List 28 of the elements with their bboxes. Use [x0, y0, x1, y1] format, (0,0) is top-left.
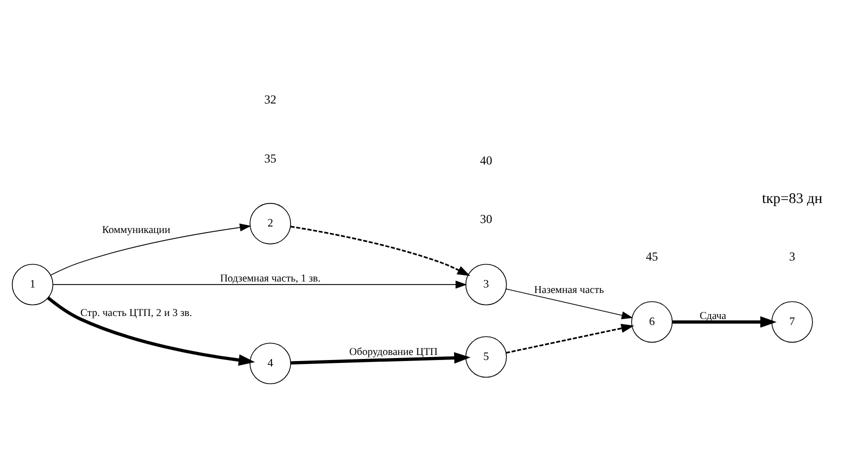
edge-label: Наземная часть [534, 284, 604, 296]
node-circle: 5 [465, 336, 507, 378]
arrow [52, 280, 467, 288]
node-circle: 2 [250, 202, 292, 244]
node-circle: 7 [771, 300, 813, 342]
label: 45 [646, 249, 658, 264]
label: 3 [789, 249, 796, 264]
node-circle: 6 [631, 300, 673, 342]
node-circle: 1 [12, 263, 54, 305]
node-circle: 4 [250, 342, 292, 384]
arrow [506, 288, 634, 319]
arrow [672, 316, 777, 328]
arrow [290, 225, 470, 276]
label: tкр=83 дн [762, 190, 822, 206]
arrow [47, 296, 255, 366]
label: 32 [264, 92, 276, 106]
edge-label: Коммуникации [102, 224, 170, 236]
edge-label: Сдача [700, 310, 726, 322]
label: 40 [480, 153, 492, 168]
arrow [50, 223, 252, 276]
arrow [290, 352, 470, 364]
edge-label: Стр. часть ЦТП, 2 и 3 зв. [80, 307, 192, 318]
edge-label: Оборудование ЦТП [349, 346, 438, 358]
label: 35 [264, 150, 276, 165]
arrow [506, 323, 634, 354]
label: 30 [480, 212, 492, 226]
edge-label: Подземная часть, 1 зв. [220, 273, 321, 284]
node-circle: 3 [465, 263, 507, 305]
